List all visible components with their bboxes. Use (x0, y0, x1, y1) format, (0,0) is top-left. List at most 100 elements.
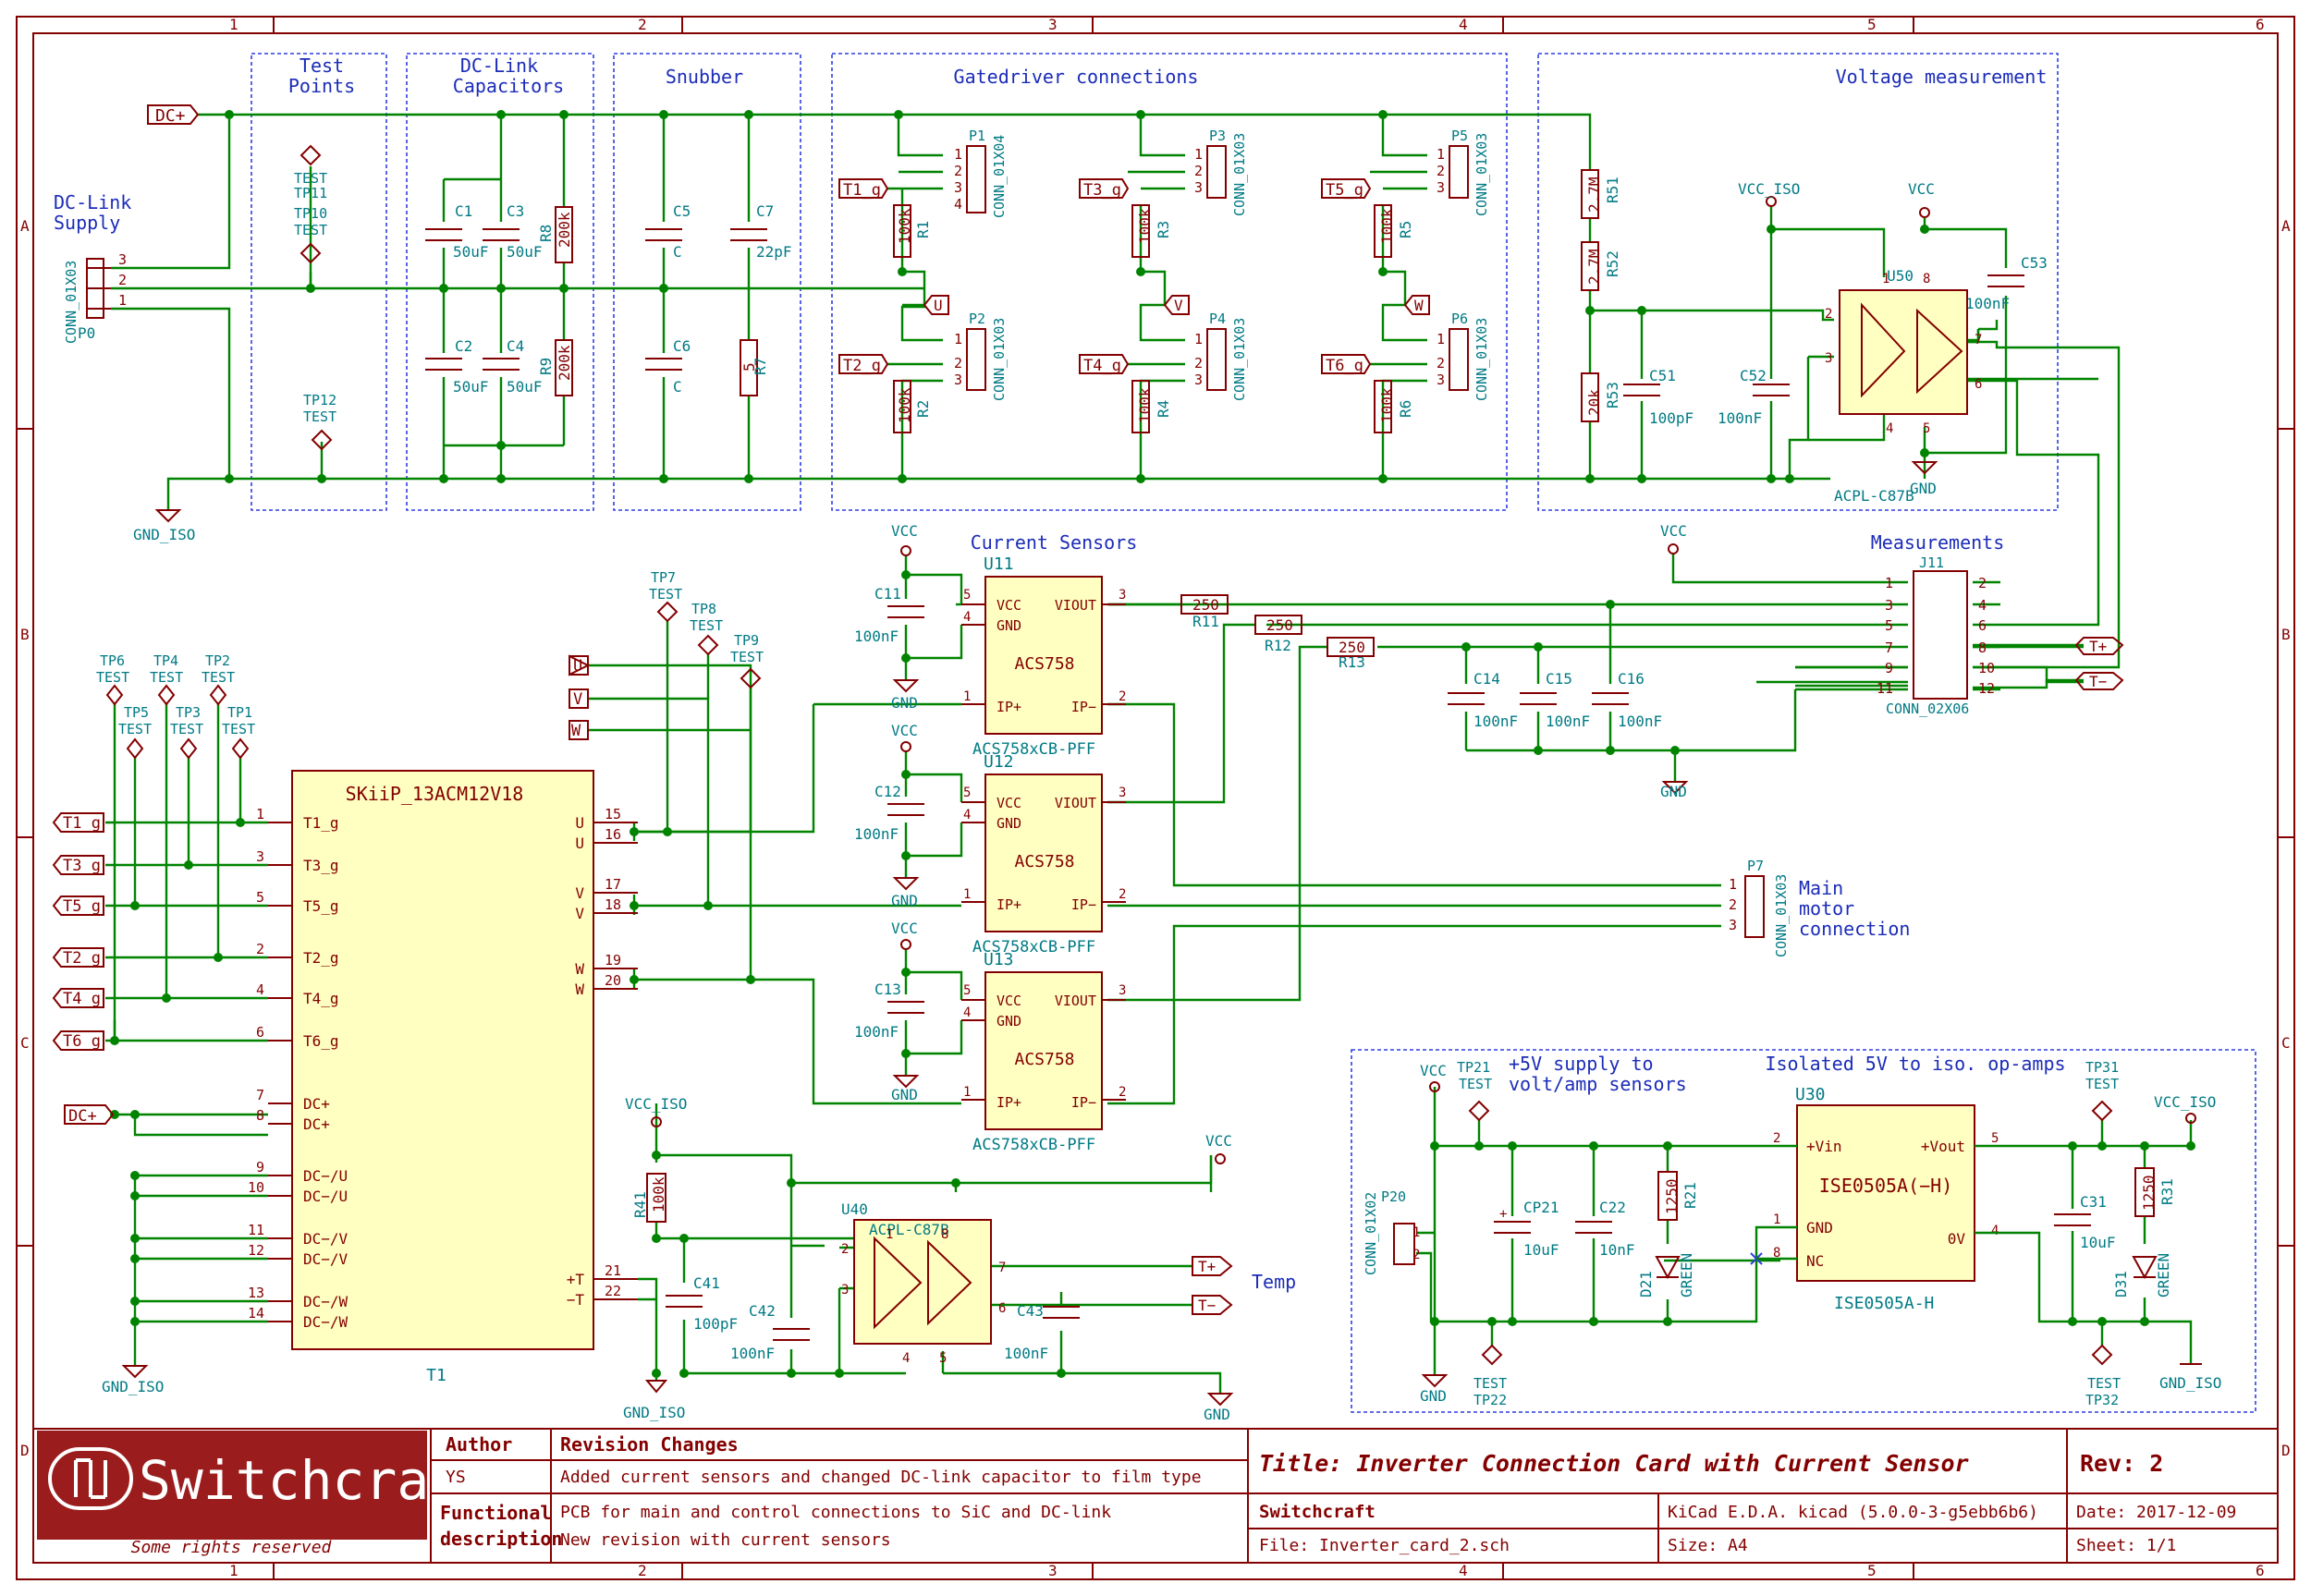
junction-dot (652, 1369, 661, 1378)
switchcraft-logo-icon (48, 1447, 133, 1510)
t1-pin-num: 14 (248, 1305, 264, 1322)
author-value: YS (446, 1468, 466, 1487)
svg-text:TEST: TEST (303, 408, 336, 425)
svg-text:5: 5 (1923, 421, 1930, 436)
svg-text:C41: C41 (693, 1274, 720, 1292)
junction-dot (130, 1171, 140, 1180)
t1-pin-name: V (575, 884, 584, 902)
svg-text:TEST: TEST (690, 617, 723, 634)
svg-text:C4: C4 (507, 337, 524, 355)
svg-text:2.7M: 2.7M (1585, 249, 1603, 285)
svg-text:10nF: 10nF (1599, 1241, 1635, 1259)
junction-dot (787, 1369, 796, 1378)
junction-dot (2068, 1317, 2077, 1326)
func-label-2: description (440, 1528, 562, 1550)
col-label-5: 5 (1867, 16, 1877, 33)
svg-text:TEST: TEST (1459, 1076, 1492, 1092)
netlabel-t2g: T2_g (838, 354, 889, 375)
svg-text:12: 12 (1978, 680, 1995, 697)
svg-text:T2_g: T2_g (63, 949, 101, 968)
section-snubber: Snubber (666, 66, 743, 88)
svg-text:1: 1 (1194, 146, 1203, 163)
svg-text:R9: R9 (537, 358, 555, 375)
svg-text:2: 2 (1194, 355, 1203, 372)
junction-dot (130, 1110, 140, 1119)
svg-text:TP7: TP7 (651, 569, 676, 586)
t1-pin-num: 22 (605, 1283, 621, 1299)
svg-text:CONN_01X03: CONN_01X03 (1473, 318, 1490, 401)
t1-pin-name: U (575, 814, 584, 832)
junction-dot (1487, 1317, 1497, 1326)
svg-text:T4_g: T4_g (1083, 357, 1121, 375)
svg-text:100nF: 100nF (1718, 409, 1762, 427)
svg-text:P5: P5 (1451, 128, 1468, 144)
func-value-1: PCB for main and control connections to … (560, 1503, 1111, 1522)
svg-text:VCC: VCC (1420, 1062, 1447, 1079)
junction-dot (130, 1254, 140, 1263)
current-sensor-u11: U11ACS758ACS758xCB-PFFVCCGNDIP+VIOUTIP−5… (961, 554, 1126, 759)
svg-text:TP22: TP22 (1473, 1392, 1507, 1408)
svg-text:250: 250 (1192, 596, 1219, 614)
svg-text:R6: R6 (1397, 400, 1414, 418)
svg-text:50uF: 50uF (453, 243, 489, 261)
svg-text:VCC: VCC (1908, 180, 1935, 198)
svg-text:R11: R11 (1192, 613, 1219, 630)
col-label-2-bottom: 2 (638, 1562, 647, 1579)
svg-text:IP−: IP− (1071, 699, 1096, 715)
svg-text:P20: P20 (1381, 1188, 1406, 1205)
svg-text:1: 1 (1773, 1212, 1780, 1227)
svg-text:100k: 100k (1378, 387, 1396, 423)
svg-text:VIOUT: VIOUT (1055, 597, 1096, 614)
svg-text:T−: T− (1198, 1297, 1216, 1314)
svg-text:CONN_01X03: CONN_01X03 (991, 318, 1008, 401)
junction-dot (184, 860, 193, 870)
section-temp: Temp (1252, 1271, 1296, 1293)
svg-text:8: 8 (1923, 272, 1930, 286)
svg-text:1: 1 (963, 689, 971, 704)
t1-pin-num: 6 (256, 1024, 264, 1041)
frame-col-labels: 1 2 3 4 5 6 1 2 3 4 5 6 (229, 16, 2265, 1579)
svg-text:1: 1 (886, 1227, 893, 1242)
svg-text:2: 2 (1119, 689, 1126, 704)
current-sensors: U11ACS758ACS758xCB-PFFVCCGNDIP+VIOUTIP−5… (961, 554, 1126, 1154)
sheet-title: Title: Inverter Connection Card with Cur… (1259, 1450, 1969, 1477)
section-dclink-supply-1: DC-Link (54, 191, 131, 213)
svg-text:C43: C43 (1017, 1302, 1044, 1320)
svg-text:5: 5 (1885, 617, 1893, 634)
svg-text:GND: GND (1910, 480, 1937, 497)
netlabel-left-t3g: T3_g (52, 855, 104, 875)
tp7-9: TP7 TEST TP8 TEST TP9 TEST (649, 569, 764, 689)
junction-dot (901, 968, 911, 977)
conn-p0: 3 2 1 P0 CONN_01X03 (63, 251, 127, 344)
svg-text:TP31: TP31 (2085, 1059, 2119, 1076)
svg-text:TEST: TEST (649, 586, 682, 603)
svg-text:TP32: TP32 (2085, 1392, 2119, 1408)
power-symbols-voltage: VCC_ISO VCC GND (1738, 180, 1938, 497)
svg-text:VIOUT: VIOUT (1055, 993, 1096, 1009)
svg-text:C53: C53 (2021, 254, 2048, 272)
svg-text:GND_ISO: GND_ISO (133, 526, 195, 543)
netlabel-left-t6g: T6_g (52, 1030, 104, 1051)
svg-text:10: 10 (1978, 660, 1995, 676)
junction-dot (236, 818, 245, 827)
svg-text:3: 3 (1119, 786, 1126, 800)
capacitors: + (425, 228, 2091, 1341)
t1-pin-num: 20 (605, 972, 621, 989)
col-label-1-bottom: 1 (229, 1562, 238, 1579)
section-titles: Test Points DC-Link Capacitors Snubber G… (54, 55, 2066, 1293)
svg-text:3: 3 (1119, 983, 1126, 998)
t1-pin-num: 11 (248, 1222, 264, 1238)
junction-dot (1767, 225, 1776, 234)
section-test-points-2: Points (288, 75, 355, 97)
svg-text:1: 1 (963, 887, 971, 902)
svg-text:GREEN: GREEN (2155, 1253, 2172, 1298)
sheet-size: Size: A4 (1668, 1536, 1748, 1555)
svg-text:J11: J11 (1919, 554, 1944, 571)
svg-text:T1_g: T1_g (843, 181, 881, 200)
section-isolated-5v: Isolated 5V to iso. op-amps (1765, 1053, 2065, 1075)
junction-dot (1663, 1317, 1672, 1326)
svg-text:D21: D21 (1637, 1271, 1655, 1298)
section-main-motor-3: connection (1799, 918, 1910, 940)
row-label-d: D (20, 1442, 30, 1459)
col-label-1: 1 (229, 16, 238, 33)
